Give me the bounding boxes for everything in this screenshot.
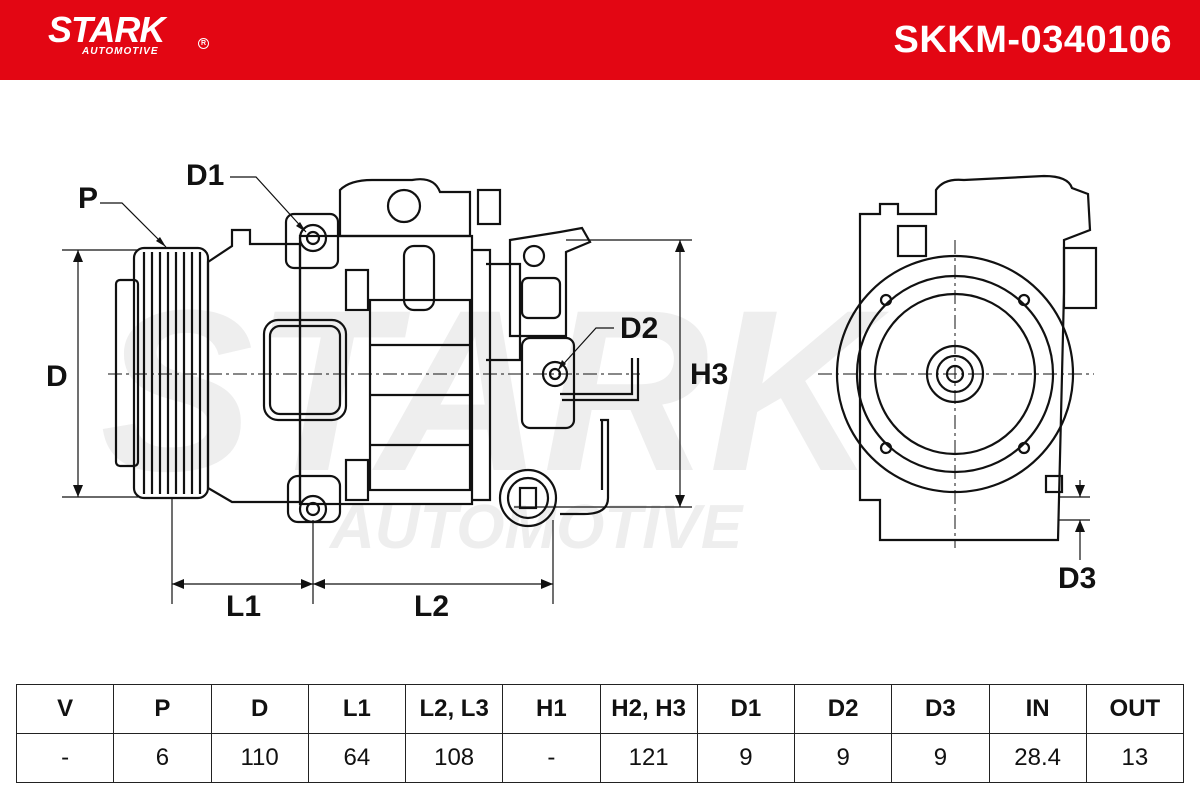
dimension-lines <box>62 176 1090 604</box>
mount-d1 <box>284 212 340 270</box>
header-cell: P <box>113 684 212 734</box>
value-cell: - <box>502 733 601 783</box>
value-cell: 108 <box>404 733 504 783</box>
centerline-front <box>818 240 1094 548</box>
value-cell: 110 <box>210 733 309 783</box>
brand-logo: STARK AUTOMOTIVE R <box>48 9 209 57</box>
compressor-front-view <box>835 174 1098 542</box>
header-cell: V <box>15 684 115 734</box>
watermark-text: STARK <box>100 262 890 519</box>
wire <box>560 418 610 516</box>
header-bar: STARK AUTOMOTIVE R SKKM-0340106 <box>0 0 1200 80</box>
value-cell: 9 <box>696 733 796 783</box>
header-cell: H2, H3 <box>599 684 698 734</box>
label-l1: L1 <box>226 590 261 623</box>
registered-icon: R <box>198 38 209 49</box>
header-cell: H1 <box>502 684 601 734</box>
control-valve <box>508 226 592 338</box>
value-cell: 6 <box>113 733 212 783</box>
header-cell: IN <box>988 684 1087 734</box>
header-cell: L2, L3 <box>404 684 504 734</box>
value-cell: 121 <box>599 733 698 783</box>
value-cell: 9 <box>891 733 990 783</box>
valve-side <box>1062 246 1098 310</box>
value-cell: 28.4 <box>988 733 1087 783</box>
top-port <box>338 178 472 238</box>
technical-drawing: STARK AUTOMOTIVE <box>46 159 1098 623</box>
bracket <box>560 358 634 396</box>
compressor-side-view <box>114 178 640 528</box>
dimension-labels: P D1 D D2 H3 L1 L2 D3 <box>46 159 1096 623</box>
header-cell: D1 <box>696 684 796 734</box>
label-d1: D1 <box>186 159 224 192</box>
dimension-arrows <box>73 222 1085 589</box>
label-l2: L2 <box>414 590 449 623</box>
logo-text: STARK <box>48 9 165 50</box>
connector <box>498 468 558 528</box>
pulley-hub <box>114 278 140 468</box>
label-d: D <box>46 360 68 393</box>
housing-window <box>262 318 348 422</box>
value-cell: - <box>15 733 115 783</box>
label-d2: D2 <box>620 312 658 345</box>
rear-housing <box>472 248 492 502</box>
value-cell: 64 <box>307 733 407 783</box>
label-d3: D3 <box>1058 562 1096 595</box>
label-h3: H3 <box>690 358 728 391</box>
part-number: SKKM-0340106 <box>893 19 1172 61</box>
rear-housing-outline <box>858 174 1092 542</box>
spec-header-row: V P D L1 L2, L3 H1 H2, H3 D1 D2 D3 IN OU… <box>15 684 1185 734</box>
label-p: P <box>78 182 98 215</box>
header-cell: L1 <box>307 684 407 734</box>
value-cell: 13 <box>1085 733 1185 783</box>
value-cell: 9 <box>793 733 893 783</box>
header-cell: D2 <box>793 684 893 734</box>
header-cell: D <box>210 684 309 734</box>
mount-d2 <box>520 336 576 430</box>
front-housing <box>206 228 302 504</box>
header-cell: OUT <box>1085 684 1185 734</box>
spec-value-row: - 6 110 64 108 - 121 9 9 9 28.4 13 <box>15 733 1185 783</box>
logo-subtext: AUTOMOTIVE <box>82 46 159 57</box>
spec-table: V P D L1 L2, L3 H1 H2, H3 D1 D2 D3 IN OU… <box>15 684 1185 783</box>
header-cell: D3 <box>891 684 990 734</box>
